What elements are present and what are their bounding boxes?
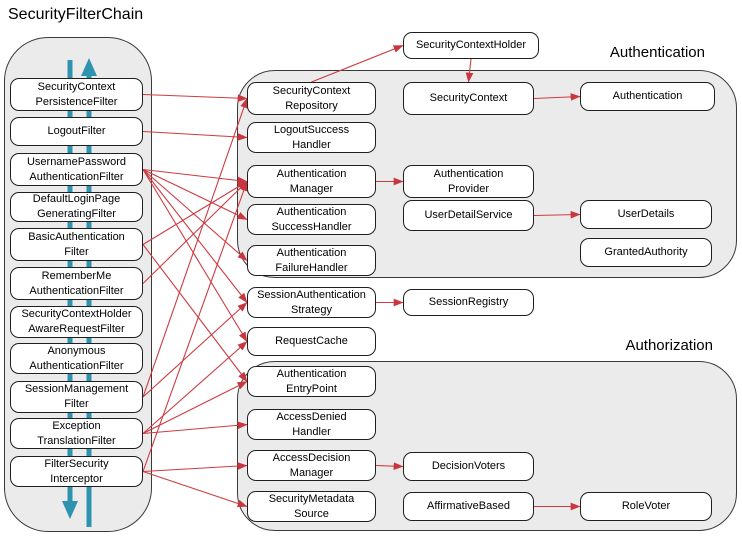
node-rmaf: RememberMe AuthenticationFilter (10, 267, 143, 300)
edge-upaf-afh (142, 169, 248, 261)
node-sreg: SessionRegistry (403, 289, 534, 316)
node-dv: DecisionVoters (403, 452, 534, 481)
authentication-section-label: Authentication (609, 44, 705, 61)
edge-upaf-am (142, 168, 248, 185)
edge-adm-dv (375, 462, 404, 471)
node-sch: SecurityContextHolder (403, 32, 539, 59)
node-fsi: FilterSecurity Interceptor (10, 456, 143, 487)
node-schar: SecurityContextHolder AwareRequestFilter (10, 306, 143, 338)
edge-etf-adh (142, 421, 248, 435)
node-sc: SecurityContext (403, 82, 534, 115)
node-auth: Authentication (580, 82, 715, 111)
node-scr: SecurityContext Repository (247, 82, 376, 115)
node-smf: SessionManagement Filter (10, 381, 143, 413)
edge-logout-lsh (142, 130, 248, 141)
node-ab: AffirmativeBased (403, 492, 534, 521)
edge-fsi-sms (142, 470, 248, 508)
node-ud: UserDetails (580, 200, 712, 229)
response-flow-arrow (81, 58, 97, 527)
node-scpf: SecurityContext PersistenceFilter (10, 78, 143, 111)
node-ash: Authentication SuccessHandler (247, 204, 376, 235)
node-am: Authentication Manager (247, 165, 376, 198)
node-aep: Authentication EntryPoint (247, 366, 376, 397)
edge-fsi-am (142, 180, 248, 472)
node-uds: UserDetailService (403, 200, 534, 231)
edge-etf-aep (142, 381, 248, 434)
node-etf: Exception TranslationFilter (10, 418, 143, 449)
flow-down-arrow-icon (62, 501, 78, 519)
edge-smf-scr (142, 97, 248, 398)
edge-rmaf-am (142, 181, 248, 284)
node-dlpgf: DefaultLoginPage GeneratingFilter (10, 192, 143, 222)
flow-up-arrow-icon (81, 58, 97, 76)
node-sms: SecurityMetadata Source (247, 491, 376, 522)
edge-baf-aep (142, 244, 248, 382)
node-anon: Anonymous AuthenticationFilter (10, 343, 143, 374)
node-adh: AccessDenied Handler (247, 409, 376, 440)
edge-upaf-sas (142, 169, 248, 303)
edge-baf-am (142, 181, 248, 245)
node-rv: RoleVoter (580, 492, 712, 521)
node-ga: GrantedAuthority (580, 238, 712, 267)
node-adm: AccessDecision Manager (247, 450, 376, 481)
node-logout: LogoutFilter (10, 117, 143, 146)
edge-uds-ud (533, 210, 581, 219)
node-ap: Authentication Provider (403, 165, 534, 198)
node-afh: Authentication FailureHandler (247, 245, 376, 276)
page-title: SecurityFilterChain (8, 6, 144, 23)
node-upaf: UsernamePassword AuthenticationFilter (10, 153, 143, 186)
edge-sch-sc (465, 58, 474, 83)
edge-fsi-adm (142, 462, 248, 473)
edge-scpf-scr (142, 93, 248, 102)
node-lsh: LogoutSuccess Handler (247, 122, 376, 153)
edge-etf-rc (142, 341, 248, 434)
node-baf: BasicAuthentication Filter (10, 228, 143, 261)
edge-sc-auth (533, 93, 581, 101)
authorization-section-label: Authorization (625, 337, 713, 354)
node-rc: RequestCache (247, 327, 376, 356)
edge-upaf-rc (142, 169, 248, 342)
edge-smf-sas (142, 302, 248, 398)
edge-upaf-ash (142, 169, 248, 220)
edge-scr-sch (311, 44, 404, 83)
node-sas: SessionAuthentication Strategy (247, 287, 376, 318)
